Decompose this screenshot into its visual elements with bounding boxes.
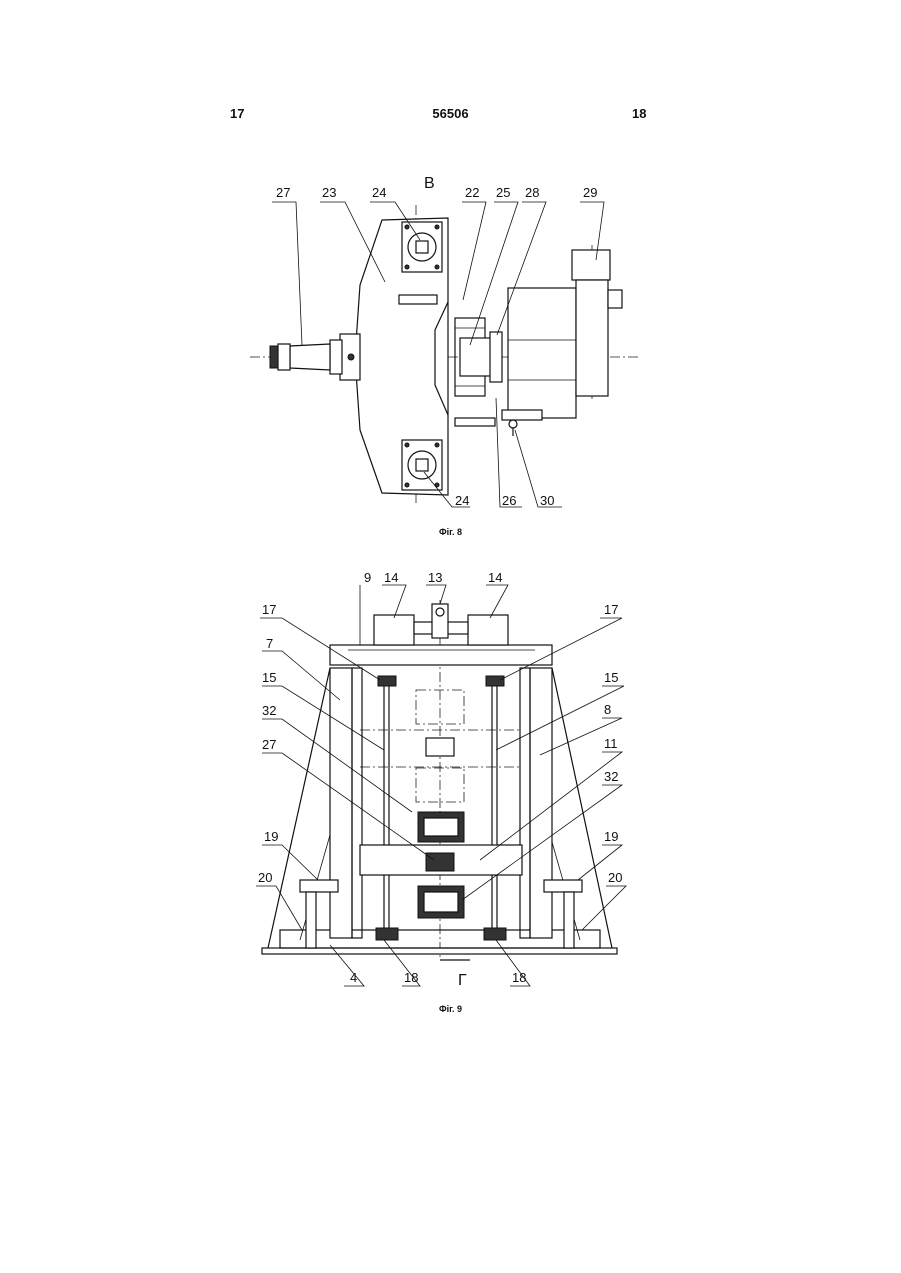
right-page-number: 18 [632,106,646,121]
figure-9-drawing: Г 9 14 13 14 17 17 7 15 15 8 32 11 27 32… [0,565,901,1000]
fig9-label: 14 [384,570,398,585]
fig9-label: 18 [404,970,418,985]
motor-housing [508,288,576,418]
fig9-section-letter: Г [458,972,467,989]
fig9-label: 11 [604,736,618,751]
fig9-label: 17 [262,602,276,617]
figure-9-caption: Фіг. 9 [0,1004,901,1014]
fig9-label: 15 [262,670,276,685]
fig9-label: 17 [604,602,618,617]
base-plate [262,948,617,954]
fig9-label: 4 [350,970,357,985]
fig8-view-letter: В [424,175,435,192]
fig8-label: 22 [465,185,479,200]
fig9-label: 14 [488,570,502,585]
fig8-label: 25 [496,185,510,200]
fig9-label: 9 [364,570,371,585]
fig8-label: 27 [276,185,290,200]
fig9-label: 19 [604,829,618,844]
right-column [530,668,552,938]
fig8-label: 24 [372,185,386,200]
fig9-label: 32 [262,703,276,718]
figure-8-drawing: В 27 23 [0,160,901,525]
fig9-label: 13 [428,570,442,585]
fig9-label: 15 [604,670,618,685]
drive-motor [572,250,610,280]
fig9-label: 32 [604,769,618,784]
fig8-label: 26 [502,493,516,508]
fig8-label: 23 [322,185,336,200]
fig8-label: 29 [583,185,597,200]
fig9-label: 18 [512,970,526,985]
figure-8-caption: Фіг. 8 [0,527,901,537]
fig9-label: 27 [262,737,276,752]
output-shaft [290,344,330,370]
top-beam [330,645,552,665]
central-gearbox [432,604,448,638]
fig9-label: 20 [258,870,272,885]
fig9-label: 19 [264,829,278,844]
fig8-label: 30 [540,493,554,508]
fig8-label: 28 [525,185,539,200]
document-number: 56506 [0,106,901,121]
fig9-label: 8 [604,702,611,717]
fig9-label: 7 [266,636,273,651]
fig9-label: 20 [608,870,622,885]
right-actuator [468,615,508,645]
left-column [330,668,352,938]
left-actuator [374,615,414,645]
fig8-label: 24 [455,493,469,508]
